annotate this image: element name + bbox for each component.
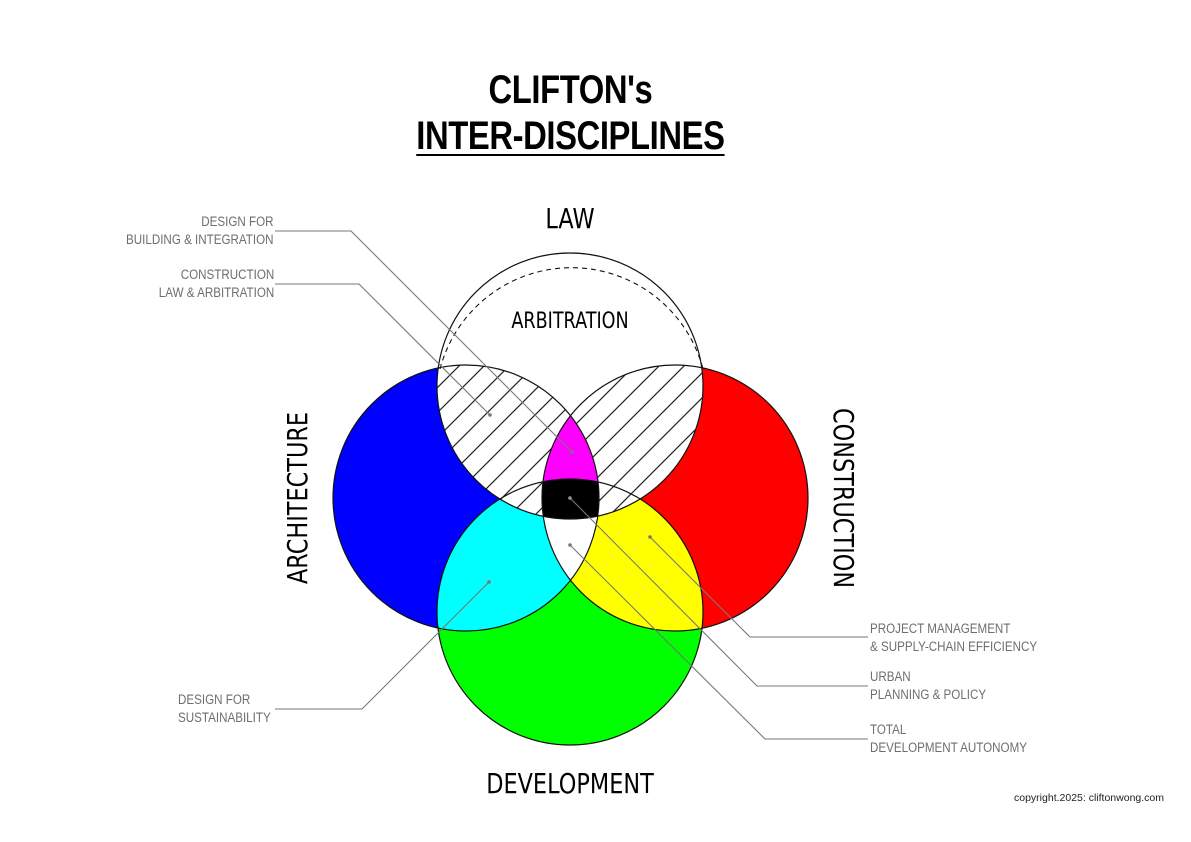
leader-dot bbox=[568, 496, 572, 500]
construction-label: CONSTRUCTION bbox=[827, 408, 860, 588]
development-label: DEVELOPMENT bbox=[486, 766, 654, 799]
title-text-2: INTER-DISCIPLINES bbox=[416, 114, 725, 158]
copyright-notice: copyright.2025: cliftonwong.com bbox=[1014, 792, 1164, 804]
construction-outline bbox=[541, 364, 809, 632]
title-line-2: INTER-DISCIPLINES bbox=[103, 114, 1039, 159]
leader-dot bbox=[487, 580, 491, 584]
circle-outlines bbox=[332, 252, 809, 746]
callout-line: CONSTRUCTION bbox=[180, 267, 274, 282]
law-label: LAW bbox=[545, 201, 594, 234]
architecture-outline bbox=[332, 364, 600, 632]
leader-dots bbox=[487, 413, 652, 584]
callout-total-development: TOTAL DEVELOPMENT AUTONOMY bbox=[870, 721, 1027, 757]
law-outline bbox=[436, 252, 704, 520]
title-line-1: CLIFTON's bbox=[103, 68, 1039, 113]
leader-construction-law bbox=[275, 283, 491, 416]
callout-line: BUILDING & INTEGRATION bbox=[126, 232, 274, 247]
leader-project-management bbox=[649, 536, 868, 638]
leader-lines bbox=[275, 230, 868, 740]
callout-project-management: PROJECT MANAGEMENT & SUPPLY-CHAIN EFFICI… bbox=[870, 620, 1037, 656]
callout-line: LAW & ARBITRATION bbox=[158, 285, 274, 300]
callout-sustainability: DESIGN FOR SUSTAINABILITY bbox=[178, 691, 271, 727]
callout-line: & SUPPLY-CHAIN EFFICIENCY bbox=[870, 639, 1038, 654]
title-text-1: CLIFTON's bbox=[488, 68, 653, 112]
leader-dot bbox=[488, 413, 492, 417]
leader-dot bbox=[570, 450, 574, 454]
callout-line: TOTAL bbox=[870, 722, 907, 737]
development-outline bbox=[436, 478, 704, 746]
leader-urban-planning bbox=[569, 497, 868, 687]
callout-line: DEVELOPMENT AUTONOMY bbox=[870, 740, 1027, 755]
callout-design-building: DESIGN FOR BUILDING & INTEGRATION bbox=[126, 213, 274, 249]
callout-line: PROJECT MANAGEMENT bbox=[870, 621, 1011, 636]
callout-line: URBAN bbox=[870, 669, 911, 684]
callout-line: DESIGN FOR bbox=[178, 692, 251, 707]
leader-design-building bbox=[275, 230, 573, 453]
arbitration-label: ARBITRATION bbox=[511, 308, 628, 333]
callout-line: PLANNING & POLICY bbox=[870, 687, 987, 702]
leader-total-development bbox=[569, 544, 868, 740]
leader-sustainability bbox=[275, 581, 490, 710]
callout-line: SUSTAINABILITY bbox=[178, 710, 271, 725]
callout-line: DESIGN FOR bbox=[201, 214, 274, 229]
callout-construction-law: CONSTRUCTION LAW & ARBITRATION bbox=[159, 266, 274, 302]
leader-dot bbox=[648, 535, 652, 539]
architecture-label: ARCHITECTURE bbox=[280, 412, 313, 584]
leader-dot bbox=[568, 543, 572, 547]
callout-urban-planning: URBAN PLANNING & POLICY bbox=[870, 668, 986, 704]
